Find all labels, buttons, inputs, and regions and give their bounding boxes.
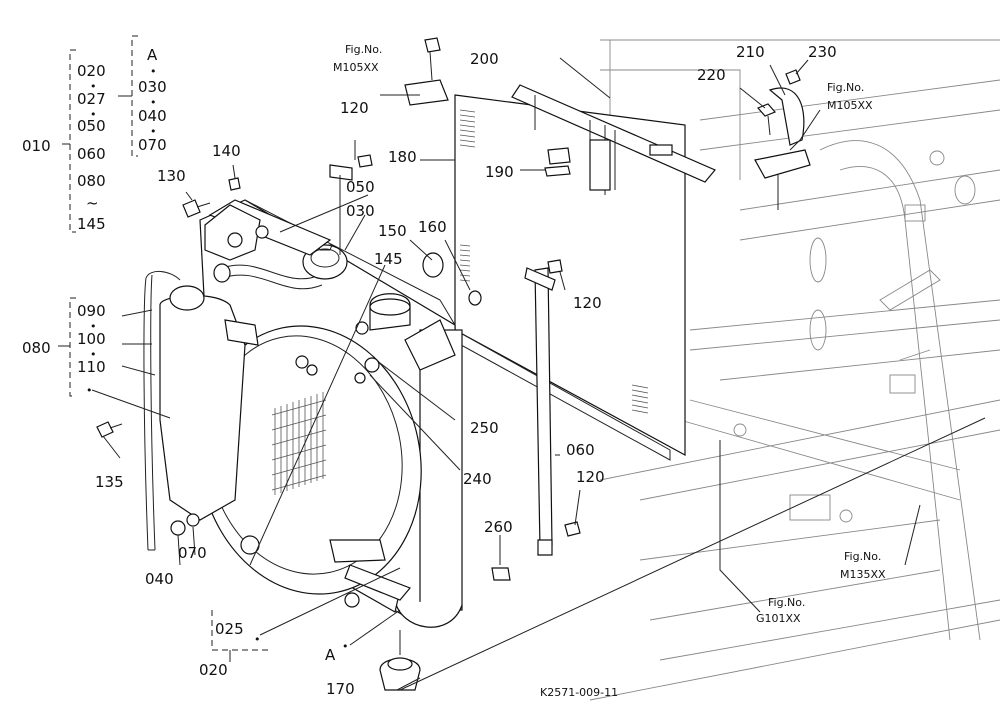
bracket-210: [768, 87, 805, 146]
label-020: 020: [77, 62, 106, 80]
bolt-220: [756, 103, 777, 136]
callout-190: 190: [485, 163, 514, 181]
label-050: 050: [77, 117, 106, 135]
reserve-tank-080: [143, 271, 259, 551]
label-070: 070: [138, 136, 167, 154]
callout-120-mid: 120: [573, 294, 602, 312]
bolt-120-top: [329, 154, 373, 255]
callout-040: 040: [145, 570, 174, 588]
dot: •: [150, 96, 157, 109]
callout-250: 250: [470, 419, 499, 437]
dot: •: [86, 384, 93, 397]
callout-070: 070: [178, 544, 207, 562]
callout-140: 140: [212, 142, 241, 160]
stay-060: [524, 267, 556, 556]
figref-1-code: M105XX: [333, 61, 379, 74]
fan-grille: [271, 392, 327, 495]
label-020-group: 020: [199, 661, 228, 679]
callout-160: 160: [418, 218, 447, 236]
label-110: 110: [77, 358, 106, 376]
overflow-hose-050: [213, 263, 323, 290]
upper-left-bracket: [204, 204, 269, 261]
callout-130: 130: [157, 167, 186, 185]
plate-190: [544, 165, 571, 177]
drain-plug-170: [379, 630, 421, 691]
callout-220: 220: [697, 66, 726, 84]
label-100: 100: [77, 330, 106, 348]
leader-lines: [91, 57, 986, 691]
group-080-bracket: [58, 297, 76, 397]
label-090: 090: [77, 302, 106, 320]
dot: •: [90, 348, 97, 361]
callout-030: 030: [346, 202, 375, 220]
dot: •: [342, 640, 349, 653]
nut-140: [228, 177, 241, 191]
mount-bracket-m105-right: [754, 149, 811, 210]
callout-145: 145: [374, 250, 403, 268]
dot: •: [150, 65, 157, 78]
dot: •: [254, 633, 261, 646]
callout-120-top: 120: [340, 99, 369, 117]
label-A-top: A: [147, 46, 158, 64]
callout-170: 170: [326, 680, 355, 698]
mount-bracket-m105-left: [404, 37, 449, 106]
label-080-group: 080: [22, 339, 51, 357]
callout-240: 240: [463, 470, 492, 488]
label-145: 145: [77, 215, 106, 233]
callout-060: 060: [566, 441, 595, 459]
bolt-135: [96, 421, 123, 438]
figref-2-code: M105XX: [827, 99, 873, 112]
bolt-130: [182, 199, 211, 218]
top-bracket-200: [511, 84, 716, 195]
figref-4-code: G101XX: [756, 612, 801, 625]
label-060: 060: [77, 145, 106, 163]
dot: •: [90, 320, 97, 333]
figref-3-label: Fig.No.: [844, 550, 881, 563]
callout-200: 200: [470, 50, 499, 68]
labels: 010 020 027 050 060 080 ~ 145 A 030 040 …: [22, 43, 886, 699]
clip-260: [491, 567, 511, 581]
dot: •: [150, 125, 157, 138]
group-020-bracket: [211, 610, 272, 662]
bolt-120-low: [564, 521, 581, 537]
label-tilde: ~: [86, 194, 99, 212]
callout-120-low: 120: [576, 468, 605, 486]
figref-4-label: Fig.No.: [768, 596, 805, 609]
chassis-frame: [589, 39, 1000, 701]
label-030: 030: [138, 78, 167, 96]
label-080: 080: [77, 172, 106, 190]
bolt-120-mid: [547, 259, 563, 274]
callout-230: 230: [808, 43, 837, 61]
radiator-cap-030: [302, 244, 348, 280]
dot: •: [90, 80, 97, 93]
dot: •: [90, 108, 97, 121]
callout-050: 050: [346, 178, 375, 196]
figref-2-label: Fig.No.: [827, 81, 864, 94]
grommet-150: [422, 252, 444, 278]
label-027: 027: [77, 90, 106, 108]
label-025: 025: [215, 620, 244, 638]
group-010-bracket: [62, 35, 138, 233]
drawing-number: K2571-009-11: [540, 686, 618, 699]
figref-3-code: M135XX: [840, 568, 886, 581]
label-010: 010: [22, 137, 51, 155]
callout-210: 210: [736, 43, 765, 61]
callout-150: 150: [378, 222, 407, 240]
callout-260: 260: [484, 518, 513, 536]
callout-180: 180: [388, 148, 417, 166]
callout-A: A: [325, 646, 336, 664]
label-040: 040: [138, 107, 167, 125]
callout-135: 135: [95, 473, 124, 491]
figref-1-label: Fig.No.: [345, 43, 382, 56]
collar-160: [468, 290, 482, 306]
